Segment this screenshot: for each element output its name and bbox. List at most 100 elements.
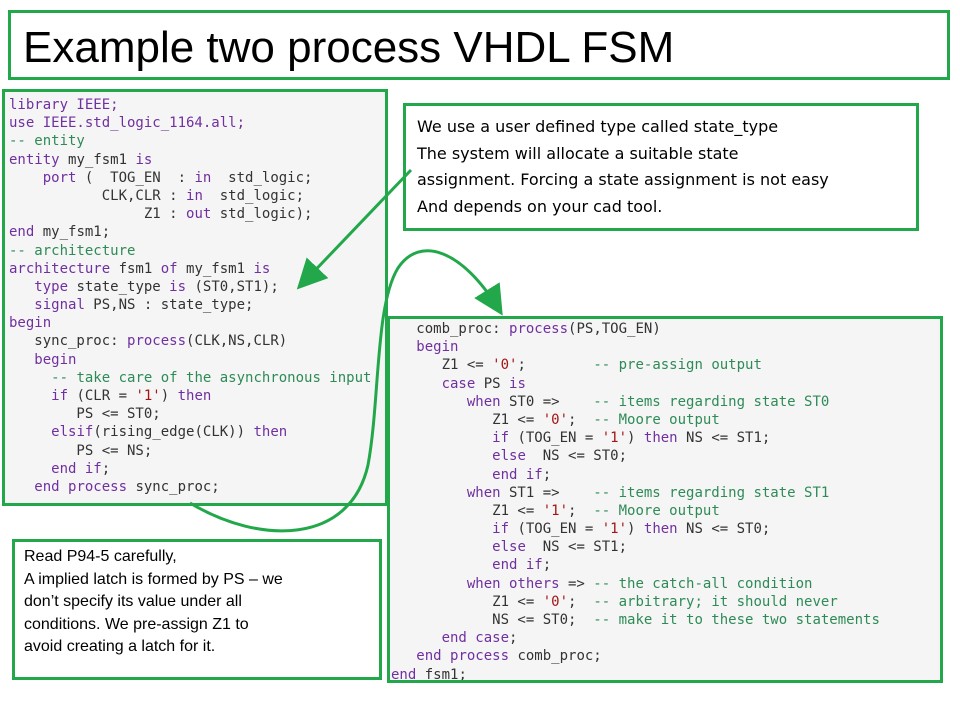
code-line: NS <= ST0; -- make it to these two state… [391,611,940,629]
code-text: NS <= ST0; [525,448,628,465]
code-line: entity my_fsm1 is [9,151,385,169]
code-line: Z1 <= '0'; -- Moore output [391,411,940,429]
code-line: begin [391,338,940,356]
code-text [391,467,492,483]
code-text: CLK,CLR : [9,187,187,204]
code-text: ; [542,557,552,574]
code-keyword: end case [441,630,510,647]
code-text: Z1 <= [391,357,493,374]
code-comment: -- items regarding state ST0 [593,393,830,410]
code-text [9,424,51,440]
code-text: my_fsm1 [177,260,254,277]
code-keyword: in [194,169,212,186]
code-text [9,461,51,477]
code-keyword: process [127,333,187,350]
note-line: assignment. Forcing a state assignment i… [417,170,829,189]
code-text: ; [101,460,111,477]
code-comment: -- Moore output [593,502,720,519]
code-text: my_fsm1; [34,224,111,241]
code-text [391,394,467,410]
code-text: std_logic; [202,187,305,204]
code-literal: '1' [601,430,628,447]
code-line: Z1 <= '0'; -- arbitrary; it should never [391,593,940,611]
code-text: (PS,TOG_EN) [568,321,661,337]
code-text [391,430,492,446]
code-text [9,388,51,404]
note-state-type: We use a user defined type called state_… [403,103,919,231]
code-text [391,630,442,646]
code-text: ; [568,502,594,519]
code-line: elsif(rising_edge(CLK)) then [9,423,385,441]
code-block-right: comb_proc: process(PS,TOG_EN) begin Z1 <… [390,320,940,683]
note-line: And depends on your cad tool. [417,196,663,216]
code-line: Z1 <= '1'; -- Moore output [391,502,940,520]
code-text [9,479,34,495]
code-line: if (TOG_EN = '1') then NS <= ST0; [391,520,940,538]
code-line: -- architecture [9,242,385,260]
code-text: std_logic); [211,206,313,223]
code-keyword: is [169,278,187,295]
note-line: Read P94-5 carefully, [24,548,177,565]
code-keyword: else [492,539,526,556]
code-text: (rising_edge(CLK)) [93,424,254,441]
code-line: architecture fsm1 of my_fsm1 is [9,260,385,278]
code-panel-left: library IEEE;use IEEE.std_logic_1164.all… [2,89,388,506]
code-comment: -- make it to these two statements [593,612,880,628]
code-text: ; [542,466,552,483]
code-text: Z1 <= [391,593,543,610]
code-text: fsm1; [416,666,467,683]
code-text [391,576,467,592]
code-text: NS <= ST0; [677,521,771,538]
code-line: end case; [391,629,940,647]
code-text [9,279,34,295]
note-line: The system will allocate a suitable stat… [417,143,739,163]
code-line: use IEEE.std_logic_1164.all; [9,114,385,132]
code-text: ; [509,630,518,647]
code-text: ( TOG_EN : [76,169,195,186]
code-literal: '0' [542,593,569,610]
code-text: (ST0,ST1); [186,278,279,295]
code-text [9,352,34,368]
code-line: end process comb_proc; [391,647,940,665]
code-line: library IEEE; [9,96,385,114]
code-keyword: is [253,260,271,277]
code-keyword: out [186,206,212,223]
code-text: comb_proc; [509,648,602,665]
code-literal: '1' [601,521,628,538]
code-keyword: signal [34,297,85,314]
code-text: (CLK,NS,CLR) [186,333,288,350]
code-text [391,521,492,537]
code-keyword: begin [416,339,459,356]
code-line: Z1 <= '0'; -- pre-assign output [391,356,940,374]
code-text: NS <= ST1; [677,430,771,447]
code-comment: -- arbitrary; it should never [593,593,838,610]
code-text: ; [517,357,594,374]
code-line: when ST0 => -- items regarding state ST0 [391,393,940,411]
code-text: comb_proc: [391,321,510,337]
note-line: conditions. We pre-assign Z1 to [24,615,249,633]
code-line: if (TOG_EN = '1') then NS <= ST1; [391,429,940,447]
code-comment: -- take care of the asynchronous input [51,369,372,386]
code-line: CLK,CLR : in std_logic; [9,187,385,205]
code-keyword: process [509,321,569,337]
code-text: Z1 : [9,206,187,223]
code-text: PS <= NS; [9,442,153,459]
code-line: port ( TOG_EN : in std_logic; [9,169,385,187]
code-line: signal PS,NS : state_type; [9,296,385,314]
code-keyword: end [9,224,35,241]
code-text [9,170,43,186]
note-line: We use a user defined type called state_… [417,117,779,136]
code-text: fsm1 [118,260,161,277]
code-text: sync_proc: [9,333,128,350]
code-keyword: else [492,448,526,465]
code-keyword: use IEEE.std_logic_1164.all; [9,115,246,132]
code-comment: -- pre-assign output [593,357,762,374]
code-text: ) [627,430,644,447]
code-keyword: end [391,666,417,683]
code-literal: '1' [135,388,161,404]
code-keyword: then [177,388,212,404]
code-text [391,485,467,501]
code-text: my_fsm1 [68,151,136,168]
code-text: ST0 => [500,393,594,410]
code-keyword: if [51,388,69,404]
